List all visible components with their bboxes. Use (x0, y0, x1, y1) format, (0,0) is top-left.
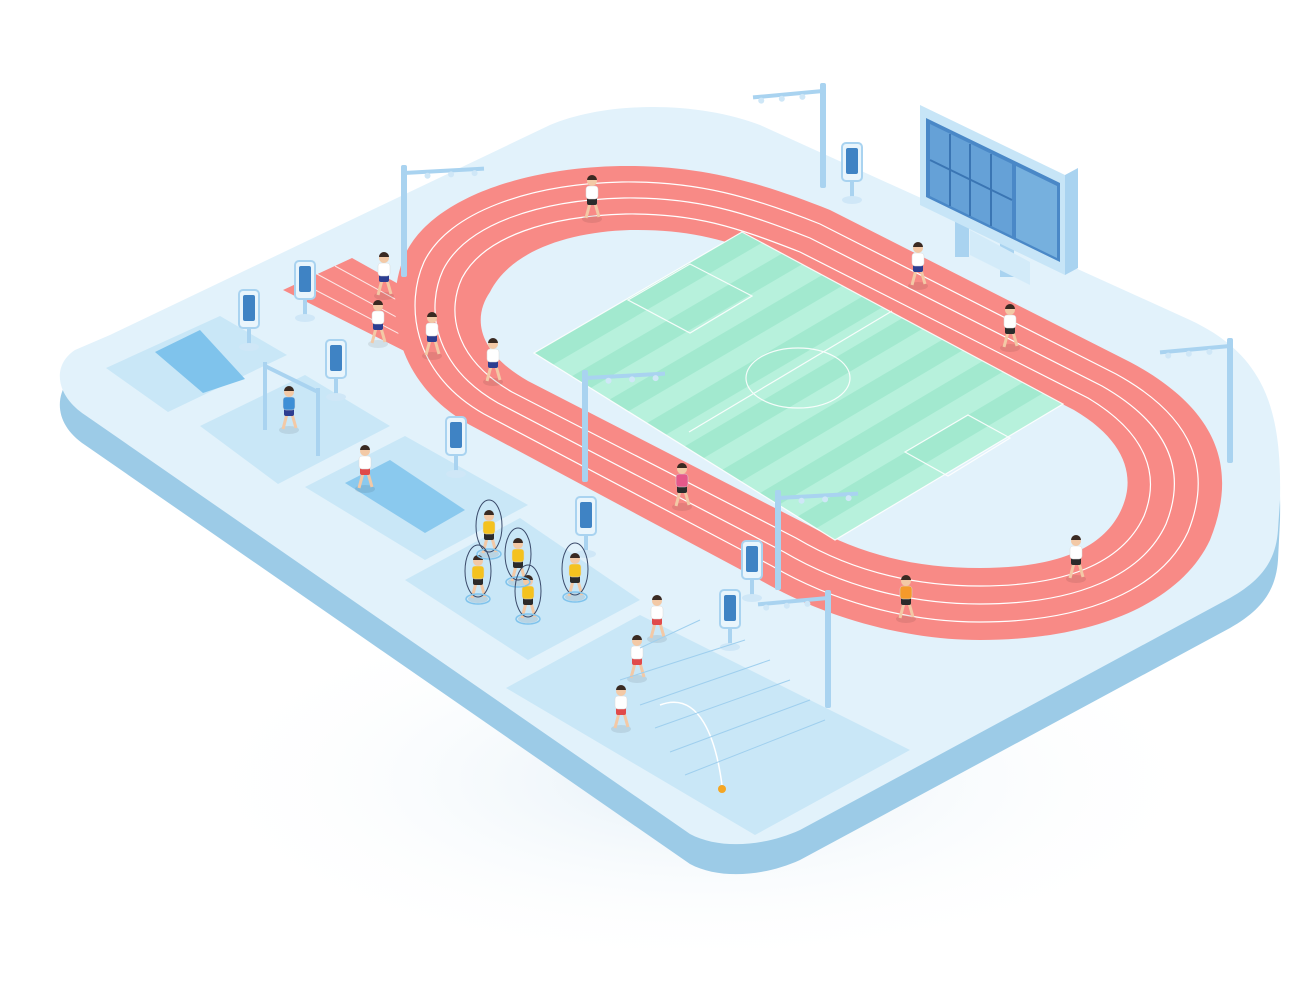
runner-icon (908, 242, 928, 290)
jump-rope-icon (464, 544, 492, 598)
light-pole-icon (1159, 338, 1233, 463)
scoreboard-icon (920, 105, 1078, 285)
jump-rope-ring (476, 548, 502, 560)
light-pole-icon (775, 490, 859, 590)
throw-distance-lines (619, 619, 826, 776)
jump-rope-icon (504, 527, 532, 581)
runner-icon (672, 463, 692, 511)
field-markings (532, 231, 1065, 541)
runner-icon (483, 338, 503, 386)
field-stripe (759, 361, 1003, 505)
field-stripe (609, 275, 843, 412)
people-layer (279, 175, 1086, 733)
field-stripe (571, 253, 803, 389)
runner-icon (896, 575, 916, 623)
runner-icon (582, 175, 602, 223)
situp-mat (155, 330, 245, 393)
jump-rope-ring (505, 576, 531, 588)
runner-icon (374, 252, 394, 300)
kiosk-icon (238, 289, 260, 351)
jump-rope-ring (515, 613, 541, 625)
ball-throw-trajectory (659, 701, 723, 786)
runner-icon (479, 510, 499, 558)
field-stripe (722, 339, 963, 482)
runner-icon (518, 575, 538, 623)
runner-icon (368, 300, 388, 348)
runner-icon (611, 685, 631, 733)
longjump-pit (345, 460, 465, 533)
field-stripe (534, 232, 763, 365)
jump-rope-icon (475, 499, 503, 553)
field-stripe (797, 382, 1043, 529)
ball-icon (718, 785, 726, 793)
runner-icon (1066, 535, 1086, 583)
kiosk-icon (741, 540, 763, 602)
jump-rope-ring (562, 591, 588, 603)
soccer-field (534, 232, 1063, 540)
kiosk-icon (325, 339, 347, 401)
jump-rope-ring (465, 593, 491, 605)
zone-ballthrow (506, 615, 910, 835)
runner-icon (279, 386, 299, 434)
runner-icon (647, 595, 667, 643)
field-stripe (684, 318, 923, 459)
kiosk-icon (294, 260, 316, 322)
runner-icon (508, 538, 528, 586)
track-lane-lines (414, 181, 1199, 623)
jump-rope-icon (561, 542, 589, 596)
runner-icon (422, 312, 442, 360)
runner-icon (355, 445, 375, 493)
runner-icon (1000, 304, 1020, 352)
runner-icon (565, 553, 585, 601)
zone-pullup (200, 375, 390, 484)
kiosk-icon (841, 142, 863, 204)
kiosk-icon (719, 589, 741, 651)
light-pole-icon (757, 590, 831, 708)
runner-icon (627, 635, 647, 683)
jump-rope-icon (514, 564, 542, 618)
props-layer (238, 83, 1233, 708)
light-pole-icon (401, 165, 485, 277)
light-pole-icon (752, 83, 826, 188)
light-pole-icon (582, 370, 666, 482)
field-stripe (646, 296, 883, 435)
pull-up-bar-icon (263, 362, 320, 456)
kiosk-icon (445, 416, 467, 478)
